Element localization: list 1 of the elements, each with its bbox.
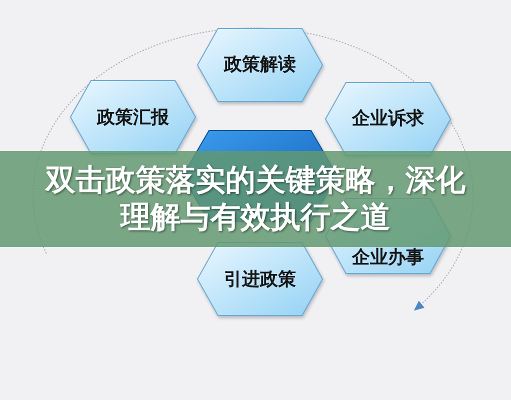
title-banner: 双击政策落实的关键策略，深化理解与有效执行之道	[0, 151, 511, 247]
